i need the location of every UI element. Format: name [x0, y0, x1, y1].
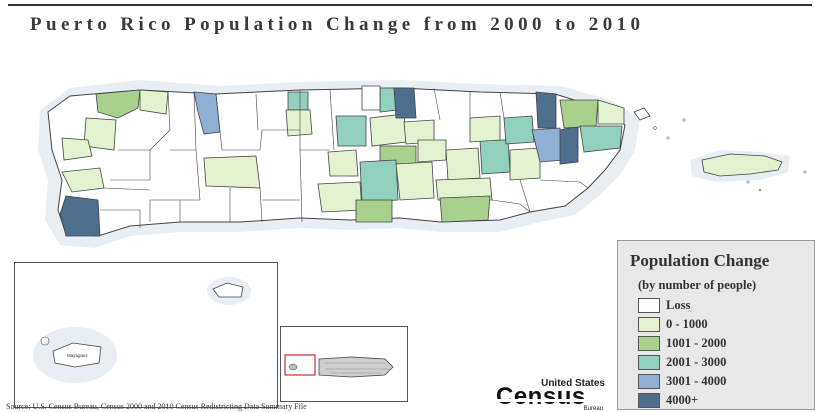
municipio-fajardo [579, 125, 623, 153]
legend-item-4000-plus: 4000+ [638, 391, 698, 409]
municipio-aibonito [359, 159, 399, 203]
municipio-carolina [535, 91, 557, 129]
municipio-trujillo-alto [503, 115, 535, 145]
legend-swatch [638, 392, 660, 408]
municipio-coamo [395, 161, 435, 201]
legend-title: Population Change [630, 251, 770, 270]
top-rule [8, 4, 812, 6]
legend-swatch [638, 316, 660, 332]
municipio-corozal [369, 113, 407, 147]
municipio-cabo-rojo [59, 195, 101, 237]
legend-swatch [638, 335, 660, 351]
legend-label: 0 - 1000 [666, 316, 708, 331]
municipio-adjuntas [203, 155, 261, 189]
municipio-san-lorenzo [509, 147, 541, 181]
municipio-gurabo [469, 115, 501, 143]
logo-census: Census [496, 383, 586, 410]
municipio-isabela [95, 89, 141, 119]
legend-panel: Population Change (by number of people) … [617, 240, 815, 410]
locator-inset [280, 326, 408, 402]
municipio-culebra [633, 107, 651, 121]
municipio-florida [285, 109, 313, 137]
municipio-hatillo [193, 91, 221, 135]
legend-item-loss: Loss [638, 296, 690, 314]
municipio-comerio [417, 139, 447, 163]
legend-label: 1001 - 2000 [666, 335, 727, 350]
legend-label: 3001 - 4000 [666, 373, 727, 388]
legend-item-1001-2000: 1001 - 2000 [638, 334, 726, 352]
locator-map [284, 354, 394, 378]
mona-inset-map: Mayagüez [33, 277, 251, 383]
legend-label: 4000+ [666, 392, 699, 407]
legend-subtitle: (by number of people) [638, 278, 757, 292]
legend-swatch [638, 354, 660, 370]
municipio-rio-grande [559, 99, 599, 129]
municipio-quebradillas [139, 89, 169, 115]
small-cays [653, 118, 807, 192]
source-note: Source: U.S. Census Bureau, Census 2000 … [6, 402, 307, 411]
logo-united-states: United States [541, 378, 605, 389]
logo-bureau: Bureau [583, 406, 603, 412]
municipio-vieques [701, 153, 783, 177]
legend-swatch [638, 297, 660, 313]
municipio-orocovis [327, 149, 359, 177]
legend-swatch [638, 373, 660, 389]
municipio-luquillo [597, 99, 625, 125]
municipio-morovis [335, 115, 367, 147]
municipio-santa-isabel [355, 199, 393, 223]
municipio-cidra [445, 147, 481, 181]
municipio-juncos [559, 125, 579, 165]
municipio-bayamon [393, 87, 417, 119]
mona-label: Mayagüez [67, 353, 89, 358]
legend-item-2001-3000: 2001 - 3000 [638, 353, 726, 371]
municipio-toa-alta [361, 85, 381, 111]
map-title: Puerto Rico Population Change from 2000 … [30, 14, 645, 35]
municipio-salinas [439, 195, 491, 223]
legend-item-3001-4000: 3001 - 4000 [638, 372, 726, 390]
municipio-caguas [479, 139, 511, 175]
municipality-borders [100, 87, 589, 228]
municipality-regions [59, 85, 625, 237]
municipio-juana-diaz [317, 181, 363, 213]
legend-label: 2001 - 3000 [666, 354, 727, 369]
municipio-barceloneta [287, 91, 309, 111]
municipio-anasco [61, 137, 93, 161]
municipio-moca [83, 117, 117, 151]
census-bureau-logo: United States Census Bureau [493, 378, 611, 412]
legend-item-0-1000: 0 - 1000 [638, 315, 708, 333]
legend-label: Loss [666, 297, 691, 312]
mona-inset: Mayagüez [14, 262, 278, 408]
logo-swoosh [497, 399, 597, 402]
